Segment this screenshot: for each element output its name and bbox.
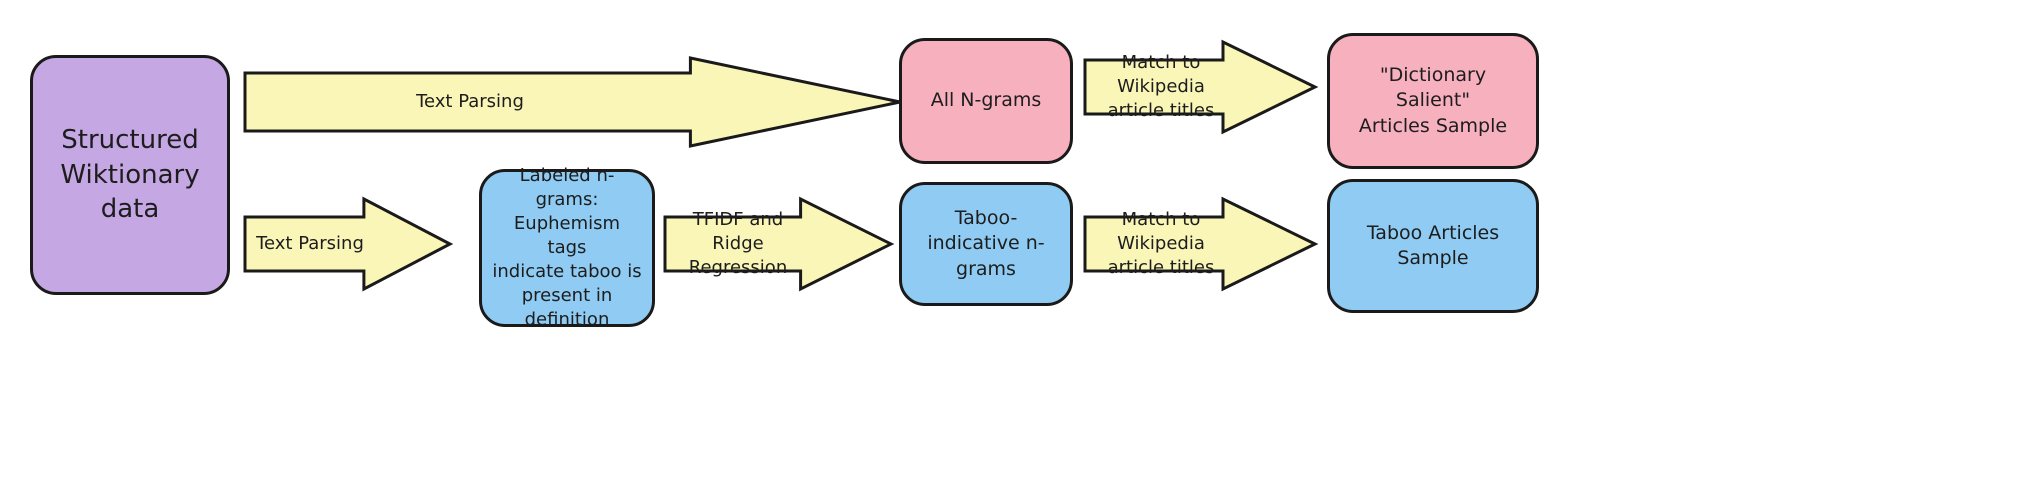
node-source[interactable]: Structured Wiktionary data bbox=[30, 55, 230, 295]
arrow-shape-text-parsing-bottom bbox=[243, 196, 454, 292]
arrow-match-to-wikipedia-top: Match to Wikipedia article titles bbox=[1083, 39, 1319, 135]
node-label-all-ngrams: All N-grams bbox=[930, 89, 1042, 112]
node-all-ngrams[interactable]: All N-grams bbox=[899, 38, 1073, 164]
arrow-text-parsing-bottom: Text Parsing bbox=[243, 196, 454, 292]
node-label-dictionary-salient-articles: "Dictionary Salient" Articles Sample bbox=[1358, 63, 1508, 137]
node-label-taboo-articles-sample: Taboo Articles Sample bbox=[1366, 221, 1500, 269]
arrow-match-to-wikipedia-bottom: Match to Wikipedia article titles bbox=[1083, 196, 1319, 292]
node-label-taboo-indicative-ngrams: Taboo-indicative n- grams bbox=[927, 206, 1045, 280]
arrow-text-parsing-top: Text Parsing bbox=[243, 56, 901, 148]
arrow-tfidf-ridge-regression: TFIDF and Ridge Regression bbox=[663, 196, 895, 292]
node-dictionary-salient-articles[interactable]: "Dictionary Salient" Articles Sample bbox=[1327, 33, 1539, 169]
arrow-shape-match-to-wikipedia-top bbox=[1083, 39, 1319, 135]
arrow-shape-tfidf-ridge-regression bbox=[663, 196, 895, 292]
node-taboo-indicative-ngrams[interactable]: Taboo-indicative n- grams bbox=[899, 182, 1073, 306]
node-labeled-ngrams[interactable]: Labeled n-grams: Euphemism tags indicate… bbox=[479, 165, 655, 330]
node-label-source: Structured Wiktionary data bbox=[60, 124, 200, 225]
arrow-shape-text-parsing-top bbox=[243, 56, 901, 148]
node-label-labeled-ngrams: Labeled n-grams: Euphemism tags indicate… bbox=[492, 164, 642, 331]
node-taboo-articles-sample[interactable]: Taboo Articles Sample bbox=[1327, 179, 1539, 313]
arrow-shape-match-to-wikipedia-bottom bbox=[1083, 196, 1319, 292]
